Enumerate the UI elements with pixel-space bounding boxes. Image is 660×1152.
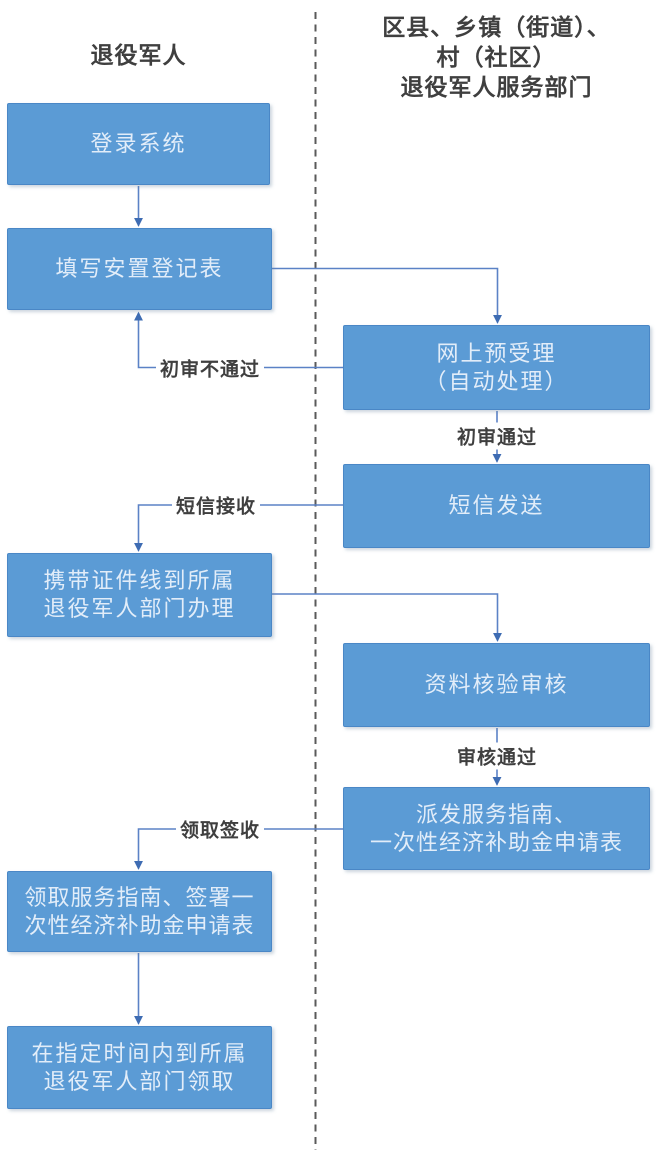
lane-title-veteran: 退役军人 xyxy=(90,42,187,68)
edge-distribute-guide-to-receive-sign xyxy=(134,828,343,870)
node-sms-send: 短信发送 xyxy=(343,464,650,548)
node-distribute-guide: 派发服务指南、 一次性经济补助金申请表 xyxy=(343,787,650,870)
edge-sms-send-to-bring-documents xyxy=(134,504,343,552)
edge-label-receive-and-sign: 领取签收 xyxy=(175,815,265,843)
node-online-pre-acceptance: 网上预受理 （自动处理） xyxy=(343,325,650,410)
edge-online-pre-acceptance-to-fill-registration-reject xyxy=(134,311,343,369)
node-material-review: 资料核验审核 xyxy=(343,643,650,727)
edge-label-review-passed: 审核通过 xyxy=(452,742,542,770)
edge-fill-registration-to-online-pre-acceptance xyxy=(272,267,502,324)
edge-label-initial-review-failed: 初审不通过 xyxy=(155,354,265,382)
lane-title-service-departments: 区县、乡镇（街道）、 村（社区） 退役军人服务部门 xyxy=(382,14,611,100)
edge-bring-documents-to-material-review xyxy=(272,593,502,642)
node-login: 登录系统 xyxy=(7,103,270,185)
node-receive-sign: 领取服务指南、签署一 次性经济补助金申请表 xyxy=(7,871,272,952)
edge-label-sms-received: 短信接收 xyxy=(171,491,261,519)
edge-label-initial-review-passed: 初审通过 xyxy=(452,422,542,450)
node-fill-registration: 填写安置登记表 xyxy=(7,228,272,310)
node-collect-in-time: 在指定时间内到所属 退役军人部门领取 xyxy=(7,1026,272,1109)
node-bring-documents: 携带证件线到所属 退役军人部门办理 xyxy=(7,553,272,637)
